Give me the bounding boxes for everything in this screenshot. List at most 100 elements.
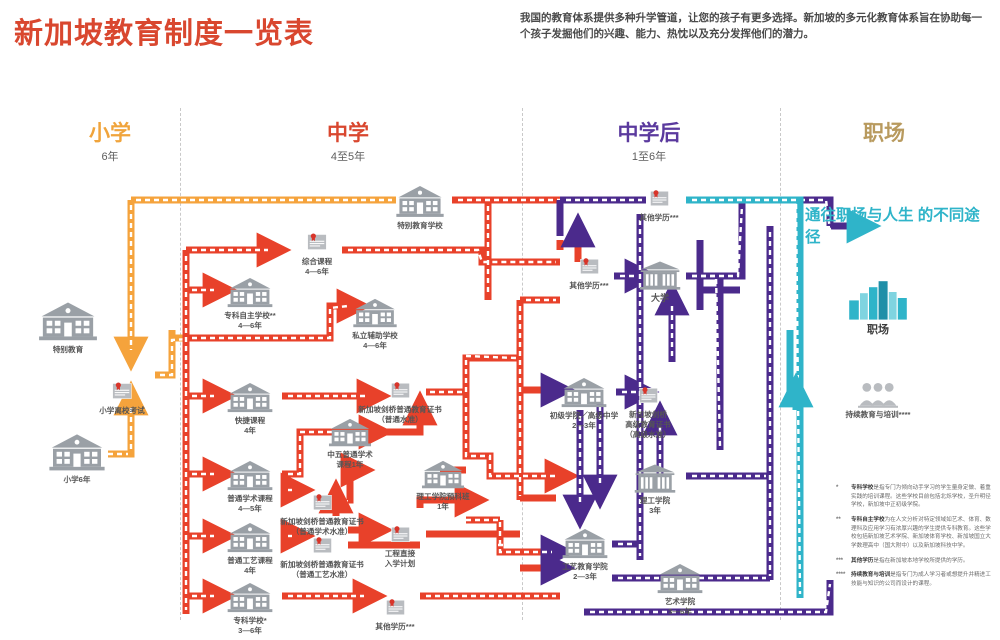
school-icon xyxy=(396,186,444,217)
people-icon xyxy=(858,383,898,408)
footnote-body: 专科学校是指专门为倾向动手学习的学生量身定做、着重实践的培训课程。这些学校目前包… xyxy=(851,484,996,510)
footnote-marker: ** xyxy=(836,516,841,523)
stage-name: 小学 xyxy=(89,122,131,145)
school-icon xyxy=(227,522,273,553)
school-icon xyxy=(561,377,607,408)
footnote-body: 其他学历是指在新加坡本地学校所提供的学历。 xyxy=(851,557,969,566)
node-gce-n-academic[interactable]: 新加坡剑桥普通教育证书 （普通学术水准） xyxy=(274,487,370,537)
node-normal-academic-course[interactable]: 普通学术课程 4—5年 xyxy=(202,459,298,514)
stage-name: 中学后 xyxy=(617,122,681,145)
divider-post-workplace xyxy=(780,108,781,620)
node-label: 其他学历*** xyxy=(375,622,415,631)
node-university[interactable]: 大学 xyxy=(612,260,708,305)
node-gce-o-level[interactable]: 新加坡剑桥普通教育证书 （普通水准） xyxy=(352,375,448,425)
node-label: 职场 xyxy=(867,324,889,336)
node-gce-n-technical[interactable]: 新加坡剑桥普通教育证书 （普通工艺水准） xyxy=(274,530,370,580)
stage-years: 6年 xyxy=(101,151,119,164)
footnote-text: 是指在新加坡本地学校所提供的学历。 xyxy=(873,557,969,564)
school-icon xyxy=(49,434,105,471)
node-label: 理工学院 3年 xyxy=(639,496,671,516)
certificate-icon xyxy=(312,537,332,553)
node-label: 私立辅助学校 4—6年 xyxy=(352,331,398,351)
pathway-callout: 通往职场与人生 的不同途径 xyxy=(805,207,980,247)
node-label: 特别教育学校 xyxy=(397,221,443,230)
footnote-text: 是指专门为成人学习者或想提升并精进工技能与知识的公司而设计的课程。 xyxy=(851,572,991,587)
node-label: 其他学历*** xyxy=(569,281,609,290)
divider-secondary-post xyxy=(522,108,523,620)
node-cet[interactable]: 持续教育与培训**** xyxy=(830,381,926,420)
certificate-icon xyxy=(579,258,599,274)
city-icon xyxy=(849,281,907,320)
node-specialised-school[interactable]: 专科学校* 3—6年 xyxy=(202,581,298,636)
node-polytechnic[interactable]: 理工学院 3年 xyxy=(607,463,703,516)
divider-primary-secondary xyxy=(180,108,181,620)
node-specialised-independent[interactable]: 专科自主学校** 4—6年 xyxy=(202,276,298,331)
node-poly-foundation[interactable]: 理工学院预科班 1年 xyxy=(395,459,491,512)
node-direct-entry-ite[interactable]: 工程直接 入学计划 xyxy=(352,519,448,569)
certificate-icon xyxy=(112,382,132,399)
school-icon xyxy=(353,298,397,328)
node-junior-college[interactable]: 初级学院／高级中学 2—3年 xyxy=(536,376,632,431)
node-label: 中五普通学术 课程1年 xyxy=(327,450,373,470)
node-special-education-school[interactable]: 特别教育学校 xyxy=(372,184,468,231)
node-psle[interactable]: 小学离校考试 xyxy=(74,375,170,416)
node-label: 普通工艺课程 4年 xyxy=(227,556,273,576)
stage-header-3: 职场 xyxy=(824,122,944,148)
node-label: 小学6年 xyxy=(63,475,91,484)
university-icon xyxy=(639,261,681,290)
school-icon xyxy=(562,528,608,559)
certificate-icon xyxy=(649,190,669,206)
footnote-body: 专科自主学校为在人文分析对特定领域如艺术、体育、数理科及应用学习有浓厚兴趣的学生… xyxy=(851,516,996,551)
node-label: 专科学校* 3—6年 xyxy=(233,616,267,636)
footnote-marker: **** xyxy=(836,572,846,579)
node-normal-technical-course[interactable]: 普通工艺课程 4年 xyxy=(202,521,298,576)
certificate-icon xyxy=(307,233,327,250)
footnote-3: ****持续教育与培训是指专门为成人学习者或想提升并精进工技能与知识的公司而设计… xyxy=(836,571,996,588)
node-label: 理工学院预科班 1年 xyxy=(416,492,470,512)
stage-name: 职场 xyxy=(863,122,905,145)
footnote-lead: 专科自主学校 xyxy=(851,516,885,523)
node-primary-school[interactable]: 小学6年 xyxy=(29,432,125,485)
footnote-lead: 专科学校 xyxy=(851,485,874,491)
footnote-2: *** 其他学历是指在新加坡本地学校所提供的学历。 xyxy=(836,557,996,566)
node-label: 新加坡剑桥 高级教育证书 （高级水准） xyxy=(625,410,671,440)
node-other-qual-mid[interactable]: 其他学历*** xyxy=(541,251,637,291)
intro-paragraph: 我国的教育体系提供多种升学管道，让您的孩子有更多选择。新加坡的多元化教育体系旨在… xyxy=(520,12,982,41)
stage-header-0: 小学 6年 xyxy=(50,122,170,164)
school-icon xyxy=(39,302,97,341)
footnote-marker: *** xyxy=(836,557,844,564)
node-label: 工艺教育学院 2—3年 xyxy=(562,562,608,582)
node-label: 艺术学院 3—6年 xyxy=(664,597,696,617)
school-icon xyxy=(657,563,703,594)
node-label: 综合课程 4—6年 xyxy=(301,257,333,277)
node-other-qual-bottom[interactable]: 其他学历*** xyxy=(347,592,443,632)
footnote-marker: * xyxy=(836,485,839,491)
certificate-icon xyxy=(385,599,405,615)
node-label: 大学 xyxy=(650,293,669,303)
node-ite[interactable]: 工艺教育学院 2—3年 xyxy=(537,527,633,582)
certificate-icon xyxy=(312,494,332,510)
node-integrated-programme[interactable]: 综合课程 4—6年 xyxy=(269,226,365,277)
node-other-qual-top[interactable]: 其他学历*** xyxy=(611,183,707,223)
university-icon xyxy=(634,464,676,493)
node-express-course[interactable]: 快捷课程 4年 xyxy=(202,381,298,436)
node-label: 特别教育 xyxy=(52,345,84,354)
school-icon xyxy=(227,582,273,613)
stage-years: 4至5年 xyxy=(330,151,366,164)
node-workplace[interactable]: 职场 xyxy=(830,280,926,338)
node-special-education[interactable]: 特别教育 xyxy=(20,300,116,355)
footnote-0: * 专科学校是指专门为倾向动手学习的学生量身定做、着重实践的培训课程。这些学校目前… xyxy=(836,484,996,510)
node-label: 普通学术课程 4—5年 xyxy=(227,494,273,514)
node-gce-a-level[interactable]: 新加坡剑桥 高级教育证书 （高级水准） xyxy=(600,380,696,440)
node-arts-institution[interactable]: 艺术学院 3—6年 xyxy=(632,562,728,617)
certificate-icon xyxy=(390,526,410,542)
certificate-icon xyxy=(638,387,658,403)
node-private-aided-school[interactable]: 私立辅助学校 4—6年 xyxy=(327,297,423,351)
node-sec5-normal-academic[interactable]: 中五普通学术 课程1年 xyxy=(302,417,398,470)
footnotes-block: * 专科学校是指专门为倾向动手学习的学生量身定做、着重实践的培训课程。这些学校目前… xyxy=(836,484,996,595)
school-icon xyxy=(227,460,273,491)
node-label: 工程直接 入学计划 xyxy=(384,549,416,569)
school-icon xyxy=(227,382,273,413)
